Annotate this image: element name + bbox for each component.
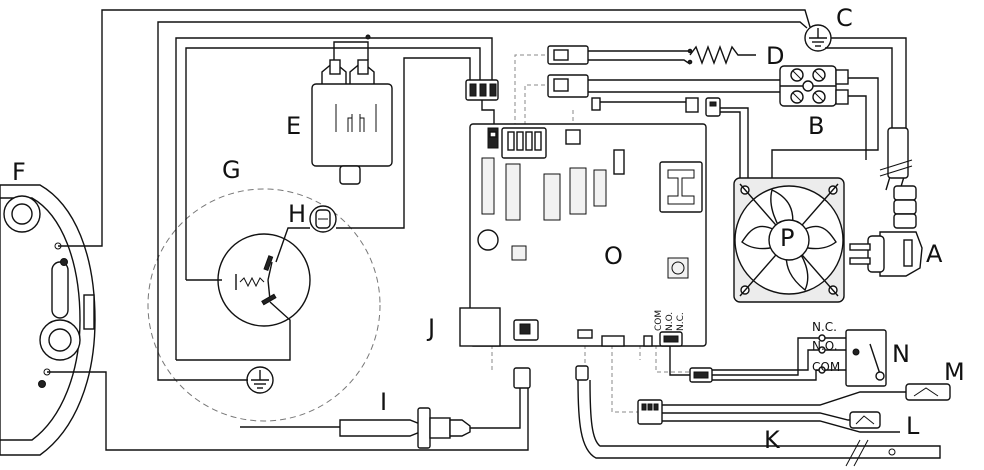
board-nc-label: N.C. (676, 312, 686, 331)
connector-top-right (591, 97, 721, 117)
label-d: D (766, 42, 784, 70)
label-e: E (286, 112, 301, 140)
board-com-label: COM (654, 310, 664, 331)
g-dashed-area (147, 188, 381, 422)
earth-symbol-bottom (246, 366, 274, 394)
resistor-d (547, 45, 756, 65)
capacitor-component (311, 59, 393, 185)
label-f: F (12, 158, 26, 186)
switch-no-label: N.O. (812, 339, 838, 353)
label-i: I (380, 388, 387, 416)
micro-switch-n: N.C. N.O. COM (689, 320, 887, 387)
terminal-block-b (547, 65, 849, 107)
probe-i (240, 367, 531, 449)
control-board: COM N.O. N.C. (459, 123, 707, 347)
label-o: O (604, 242, 623, 270)
connector-klm (637, 399, 663, 425)
label-h: H (288, 200, 306, 228)
motor-winding (217, 233, 311, 327)
power-plug (849, 127, 923, 277)
label-c: C (836, 4, 853, 32)
switch-com-label: COM (812, 360, 840, 374)
label-n: N (892, 340, 910, 368)
label-a: A (926, 240, 943, 268)
label-j: J (426, 314, 435, 342)
label-k: K (764, 426, 781, 454)
component-labels: A B C D E F G H I J K L M N O P (12, 4, 965, 454)
label-m: M (944, 358, 965, 386)
label-b: B (808, 112, 824, 140)
sensor-l (849, 411, 881, 429)
label-p: P (780, 224, 794, 252)
label-g: G (222, 156, 241, 184)
switch-nc-label: N.C. (812, 320, 837, 334)
label-l: L (906, 412, 920, 440)
earth-symbol-c (804, 24, 832, 52)
burner-flange (0, 184, 96, 456)
sensor-m (905, 383, 951, 401)
probe-k (575, 365, 941, 467)
thermostat-h (309, 205, 337, 233)
cooling-fan (733, 177, 845, 303)
board-no-label: N.O. (665, 312, 675, 331)
